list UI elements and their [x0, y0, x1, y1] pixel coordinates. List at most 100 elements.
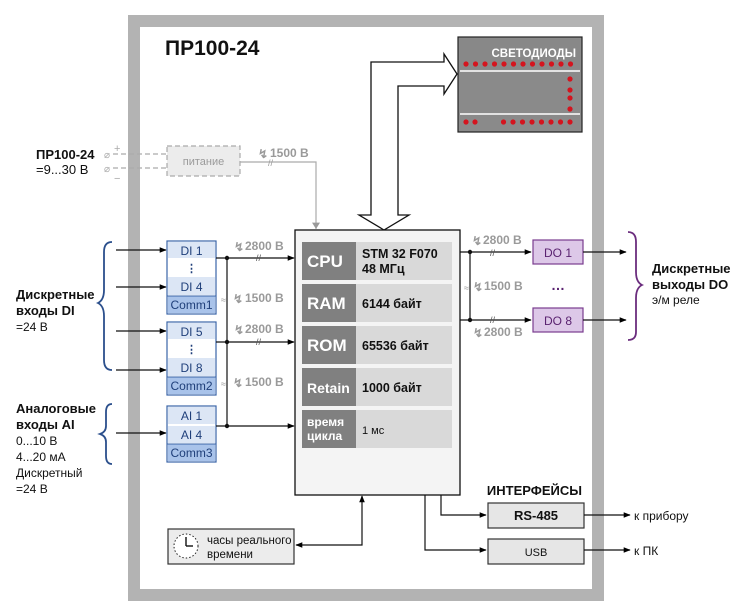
- led-dot: [567, 87, 573, 93]
- do-brace: [627, 231, 645, 341]
- do-group-title-1: Дискретные: [652, 261, 731, 276]
- led-dot: [519, 119, 526, 125]
- led-dot: [567, 61, 574, 67]
- rtc-line-2: времени: [207, 549, 253, 561]
- led-dot: [482, 61, 488, 67]
- lightning-icon: ↯: [233, 376, 243, 390]
- di-block-2: DI 5 ⋮ DI 8 Comm2: [166, 321, 217, 396]
- di2-iso-label: 2800 В: [245, 322, 284, 336]
- power-label-title: ПР100-24: [36, 147, 95, 162]
- clock-icon: [173, 533, 199, 559]
- leds-panel: СВЕТОДИОДЫ: [457, 36, 583, 133]
- isolation-break-icon: //: [256, 253, 262, 263]
- rs485-block: [487, 502, 585, 529]
- cpu-table-row: RAM 6144 байт: [302, 284, 452, 322]
- led-dot: [529, 61, 536, 67]
- terminal-minus-icon: ⌀: [104, 164, 110, 175]
- cpu-table-label: время: [307, 415, 344, 429]
- ai-range-4: =24 В: [16, 482, 48, 496]
- lightning-icon: ↯: [234, 240, 244, 254]
- comm1-label: Comm1: [170, 298, 212, 312]
- led-dot: [557, 119, 564, 125]
- ai-4-label: AI 4: [181, 428, 203, 442]
- led-dot: [500, 119, 507, 125]
- do-group-title-2: выходы DO: [652, 277, 728, 292]
- led-dot: [510, 119, 516, 125]
- rs485-target: к прибору: [634, 509, 689, 523]
- led-dot: [529, 119, 535, 125]
- led-dot: [538, 119, 545, 125]
- led-dot: [548, 61, 555, 67]
- led-dot: [463, 61, 469, 67]
- ai-group-title-1: Аналоговые: [16, 401, 96, 416]
- cpu-table-value: 1000 байт: [362, 381, 422, 395]
- cpu-table-value: 6144 байт: [362, 297, 422, 311]
- usb-label: USB: [525, 547, 548, 559]
- di-brace: [95, 241, 113, 371]
- do-8-block: [532, 307, 584, 333]
- led-dot: [548, 119, 554, 125]
- di-ai-iso-label: 1500 В: [245, 375, 284, 389]
- led-dot: [567, 76, 573, 82]
- di-1-label: DI 1: [180, 244, 202, 258]
- lightning-icon: ↯: [233, 292, 243, 306]
- di-group-title-2: входы DI: [16, 303, 75, 318]
- cpu-table-value: STM 32 F070: [362, 247, 438, 261]
- cpu-table-label: CPU: [307, 252, 343, 271]
- do-1-label: DO 1: [544, 246, 572, 260]
- rtc-section: часы реального времени: [167, 495, 365, 565]
- led-dot: [463, 119, 469, 125]
- do-8-label: DO 8: [544, 314, 572, 328]
- ai-block: AI 1 AI 4 Comm3: [166, 405, 217, 463]
- led-dot: [520, 61, 526, 67]
- di-4-label: DI 4: [180, 280, 202, 294]
- di-between-iso-label: 1500 В: [245, 291, 284, 305]
- ai-range-1: 0...10 В: [16, 434, 57, 448]
- isolation-break-icon: ≈: [464, 283, 469, 293]
- vertical-dots-icon: ⋮: [186, 263, 197, 275]
- isolation-break-icon: ≈: [221, 379, 226, 389]
- ai-1-label: AI 1: [181, 409, 203, 423]
- power-label-voltage: =9...30 В: [36, 162, 88, 177]
- ai-brace: [97, 403, 113, 465]
- isolation-break-icon: //: [490, 248, 496, 258]
- minus-sign: −: [114, 173, 120, 185]
- do8-iso-label: 2800 В: [484, 325, 523, 339]
- led-dot: [491, 61, 498, 67]
- power-supply-block: [166, 145, 241, 177]
- led-dot: [472, 119, 478, 125]
- di1-iso-label: 2800 В: [245, 239, 284, 253]
- isolation-break-icon: //: [256, 337, 262, 347]
- rs485-label: RS-485: [514, 508, 558, 523]
- lightning-icon: ↯: [473, 326, 483, 340]
- ai-range-3: Дискретный: [16, 466, 82, 480]
- usb-target: к ПК: [634, 544, 658, 558]
- power-section: ПР100-24 =9...30 В ⌀ ⌀ + − питание ↯ 150…: [36, 143, 320, 229]
- do-group-subtitle: э/м реле: [652, 293, 700, 307]
- cpu-table-value: 48 МГц: [362, 262, 405, 276]
- led-dots: [463, 61, 574, 125]
- power-isolation-label: 1500 В: [270, 146, 309, 160]
- lightning-icon: ↯: [258, 147, 268, 161]
- do1-iso-label: 2800 В: [483, 233, 522, 247]
- ai-range-2: 4...20 мА: [16, 450, 66, 464]
- led-dot: [501, 61, 507, 67]
- di-group-voltage: =24 В: [16, 320, 48, 334]
- cpu-table-label: Retain: [307, 380, 350, 396]
- do-between-iso-label: 1500 В: [484, 279, 523, 293]
- rtc-line-1: часы реального: [207, 535, 292, 547]
- led-dot: [558, 61, 564, 67]
- led-dot: [510, 61, 517, 67]
- led-dot: [567, 119, 573, 125]
- comm2-label: Comm2: [170, 379, 212, 393]
- led-dot: [539, 61, 545, 67]
- led-dot: [567, 95, 573, 101]
- ai-group-title-2: входы AI: [16, 417, 75, 432]
- do-ellipsis: …: [551, 277, 565, 293]
- cpu-table-label: RAM: [307, 294, 346, 313]
- lightning-icon: ↯: [473, 280, 483, 294]
- cpu-table-label: цикла: [307, 429, 343, 443]
